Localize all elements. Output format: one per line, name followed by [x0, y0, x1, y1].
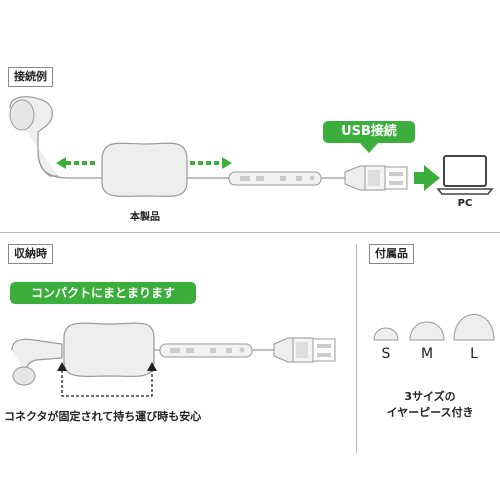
usb-plug-icon — [344, 165, 408, 191]
up-arrow-icon — [57, 362, 67, 371]
usb-plug-icon — [273, 337, 336, 363]
section-divider — [0, 232, 500, 233]
product-caption: 本製品 — [130, 212, 160, 223]
laptop-icon — [436, 155, 494, 195]
size-m-label: M — [420, 346, 434, 362]
usb-connection-badge: USB接続 — [323, 121, 415, 143]
accessories-section-label: 付属品 — [369, 244, 414, 264]
size-s-label: S — [381, 346, 391, 362]
up-arrow-icon — [147, 362, 157, 371]
ear-tip-medium-icon — [409, 321, 445, 341]
ear-tips-caption-line1: 3サイズの — [404, 390, 456, 403]
left-arrow-icon — [56, 157, 95, 169]
connection-section-label: 接続例 — [8, 67, 53, 87]
storage-note: コネクタが固定されて持ち運び時も安心 — [4, 410, 202, 423]
reel-icon — [101, 142, 188, 197]
storage-section-label: 収納時 — [8, 244, 53, 264]
accessories-divider — [356, 244, 357, 454]
size-l-label: L — [470, 346, 478, 362]
pc-caption: PC — [457, 198, 473, 209]
ear-tip-large-icon — [453, 314, 495, 341]
ear-tip-small-icon — [373, 327, 399, 341]
right-arrow-icon — [190, 157, 232, 169]
pc-arrow-icon — [414, 165, 440, 191]
ear-tips-caption-line2: イヤーピース付き — [386, 406, 474, 419]
compact-badge: コンパクトにまとまります — [10, 282, 196, 304]
fixed-connector-bracket — [61, 370, 153, 397]
